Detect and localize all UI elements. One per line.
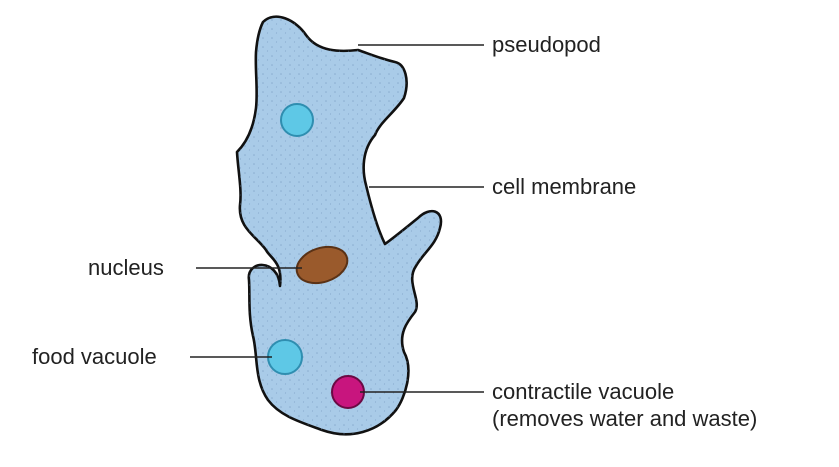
label-food-vacuole: food vacuole: [32, 344, 157, 369]
label-contractile-vacuole-note: (removes water and waste): [492, 406, 758, 431]
cytoplasm-texture: [237, 16, 441, 435]
label-cell-membrane: cell membrane: [492, 174, 637, 199]
contractile-vacuole: [331, 375, 365, 409]
label-contractile-vacuole: contractile vacuole: [492, 379, 675, 404]
nucleus: [295, 245, 349, 285]
label-nucleus: nucleus: [88, 255, 164, 280]
upper-food-vacuole: [280, 103, 314, 137]
label-pseudopod: pseudopod: [492, 32, 601, 57]
food-vacuole: [267, 339, 303, 375]
